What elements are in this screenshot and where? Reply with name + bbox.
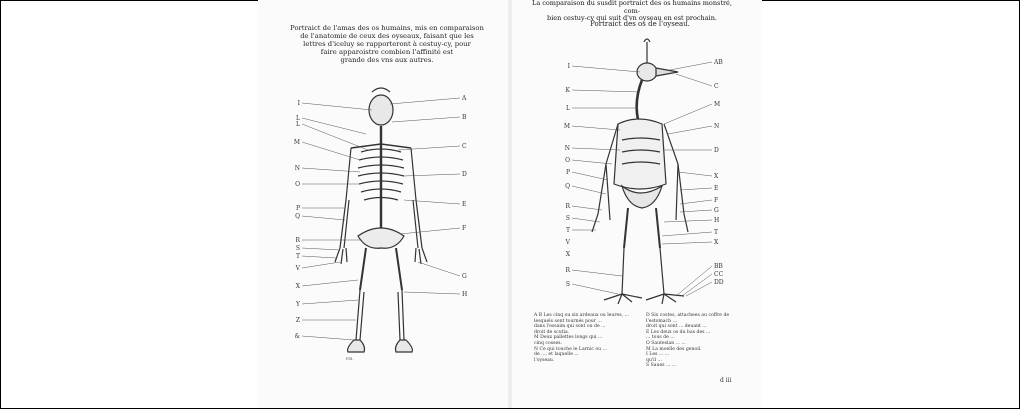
plate-letter-label: T — [714, 229, 718, 236]
plate-letter-label: Z — [296, 317, 300, 324]
plate-letter-label: K — [566, 87, 571, 94]
plate-letter-label: DD — [714, 279, 724, 286]
plate-letter-label: R — [565, 203, 570, 210]
plate-letter-label: F — [714, 197, 718, 204]
plate-letter-label: R — [295, 237, 300, 244]
plate-letter-label: T — [566, 227, 570, 234]
plate-letter-label: O — [565, 157, 570, 164]
plate-letter-label: V — [565, 239, 571, 246]
plate-letter-label: X — [296, 283, 301, 290]
plate-letter-label: S — [566, 215, 570, 222]
plate-letter-label: P — [566, 169, 570, 176]
plate-letter-label: M — [714, 101, 720, 108]
plate-letter-label: A — [461, 95, 467, 102]
plate-letter-label: L — [566, 105, 570, 112]
plate-letter-label: D — [462, 171, 467, 178]
plate-letter-label: X — [714, 173, 719, 180]
human-skeleton-illustration — [302, 88, 460, 352]
plate-letter-label: Y — [295, 301, 301, 308]
plate-letter-label: S — [296, 245, 300, 252]
plate-letter-label: M — [564, 123, 570, 130]
plate-letter-label: I — [568, 63, 571, 70]
plate-letter-label: E — [462, 201, 466, 208]
plate-letter-label: F — [462, 225, 466, 232]
plate-letter-label: N — [714, 123, 719, 130]
plate-letter-label: I — [298, 100, 301, 107]
legend-left-column: A B Les cinq ou six ardeaux ou leures, .… — [534, 313, 642, 363]
bird-skeleton-illustration — [572, 39, 712, 304]
plate-letter-label: P — [296, 205, 300, 212]
plate-letter-label: S — [566, 281, 570, 288]
plate-letter-label: T — [296, 253, 300, 260]
plate-letter-label: H — [714, 217, 719, 224]
plate-letter-label: H — [462, 291, 467, 298]
plate-letter-label: L — [296, 121, 300, 128]
plate-letter-label: Q — [295, 213, 300, 220]
plate-letter-label: C — [714, 83, 719, 90]
plate-letter-label: CC — [714, 271, 724, 278]
plate-letter-label: O — [295, 181, 300, 188]
plate-letter-label: Q — [565, 183, 570, 190]
plate-letter-label: N — [295, 165, 300, 172]
legend-right-column: D Six costes, attachees au coffre de l'e… — [646, 313, 754, 369]
plate-letter-label: E — [714, 185, 718, 192]
plate-letter-label: N — [565, 145, 570, 152]
plate-letter-label: R — [565, 267, 570, 274]
plate-letter-label: BB — [714, 263, 723, 270]
plate-letter-label: X — [714, 239, 719, 246]
plate-letter-label: D — [714, 147, 719, 154]
plate-letter-label: & — [295, 333, 301, 340]
plate-letter-label: G — [714, 207, 719, 214]
plate-letter-label: B — [462, 114, 467, 121]
human-right-labels: A B C D E F G H — [461, 95, 467, 298]
plate-letter-label: AB — [713, 59, 723, 66]
folio-number: d iii — [720, 377, 732, 384]
plate-letter-label: C — [462, 143, 467, 150]
plate-letter-label: M — [294, 139, 300, 146]
plate-letter-label: X — [566, 251, 571, 258]
plate-letter-label: V — [295, 265, 301, 272]
printer-signature: P.B. — [346, 356, 353, 361]
plate-letter-label: G — [462, 273, 467, 280]
